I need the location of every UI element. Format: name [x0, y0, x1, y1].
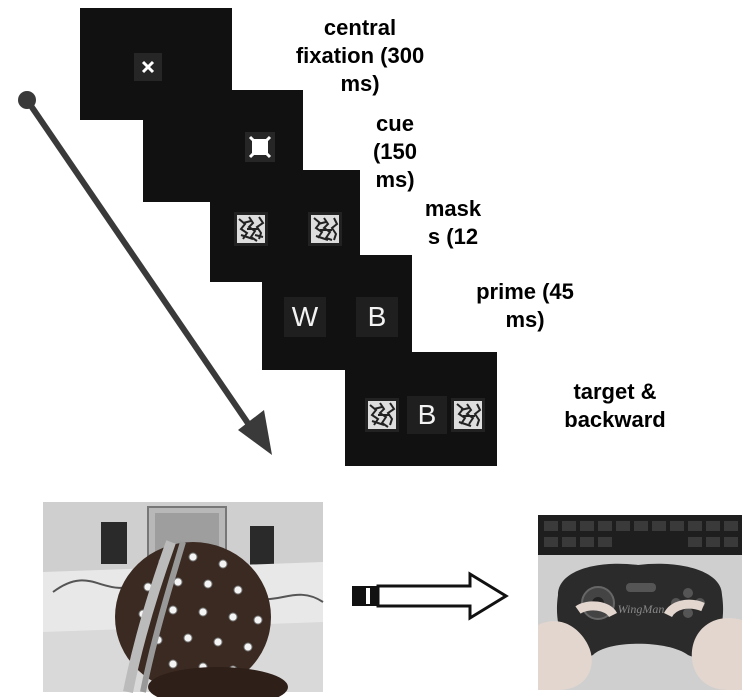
prime-left-letter: W: [284, 297, 326, 337]
noise-mask-icon: [454, 401, 482, 429]
label-fixation-text: central fixation (300 ms): [295, 15, 425, 96]
label-target-text: target & backward: [564, 379, 666, 432]
label-masks-text: mask s (12: [424, 196, 482, 249]
eeg-photo-illustration: [43, 502, 324, 697]
prime-screen: W B: [262, 255, 412, 370]
label-prime-text: prime (45 ms): [476, 279, 574, 332]
noise-mask-icon: [311, 215, 339, 243]
label-masks: mask s (12: [418, 195, 488, 260]
speaker-left-shape: [101, 522, 127, 564]
prime-right-letter: B: [356, 297, 398, 337]
cue-flash-icon: [248, 135, 272, 159]
label-cue-text: cue (150 ms): [372, 111, 418, 192]
noise-mask-icon: [368, 401, 396, 429]
label-cue: cue (150 ms): [360, 110, 430, 192]
label-target: target & backward: [560, 378, 670, 450]
timeline-arrowhead: [238, 410, 272, 455]
gamepad-illustration: WingMan: [538, 515, 742, 690]
mask-left: [234, 212, 268, 246]
gamepad-photo: WingMan: [538, 515, 742, 690]
gamepad-brand-text: WingMan: [618, 602, 665, 616]
target-mask-right: [451, 398, 485, 432]
cue-box: [245, 132, 275, 162]
fixation-box: [134, 53, 162, 81]
response-arrow-icon: [352, 571, 509, 621]
target-screen: B: [345, 352, 497, 466]
label-fixation: central fixation (300 ms): [290, 14, 430, 96]
eeg-setup-photo: [43, 502, 324, 697]
label-prime: prime (45 ms): [475, 278, 575, 343]
speaker-right-shape: [250, 526, 274, 566]
noise-mask-icon: [237, 215, 265, 243]
target-center-letter: B: [407, 396, 447, 434]
target-mask-left: [365, 398, 399, 432]
mask-right: [308, 212, 342, 246]
fixation-cross-icon: [141, 60, 155, 74]
timeline-line: [24, 98, 261, 440]
